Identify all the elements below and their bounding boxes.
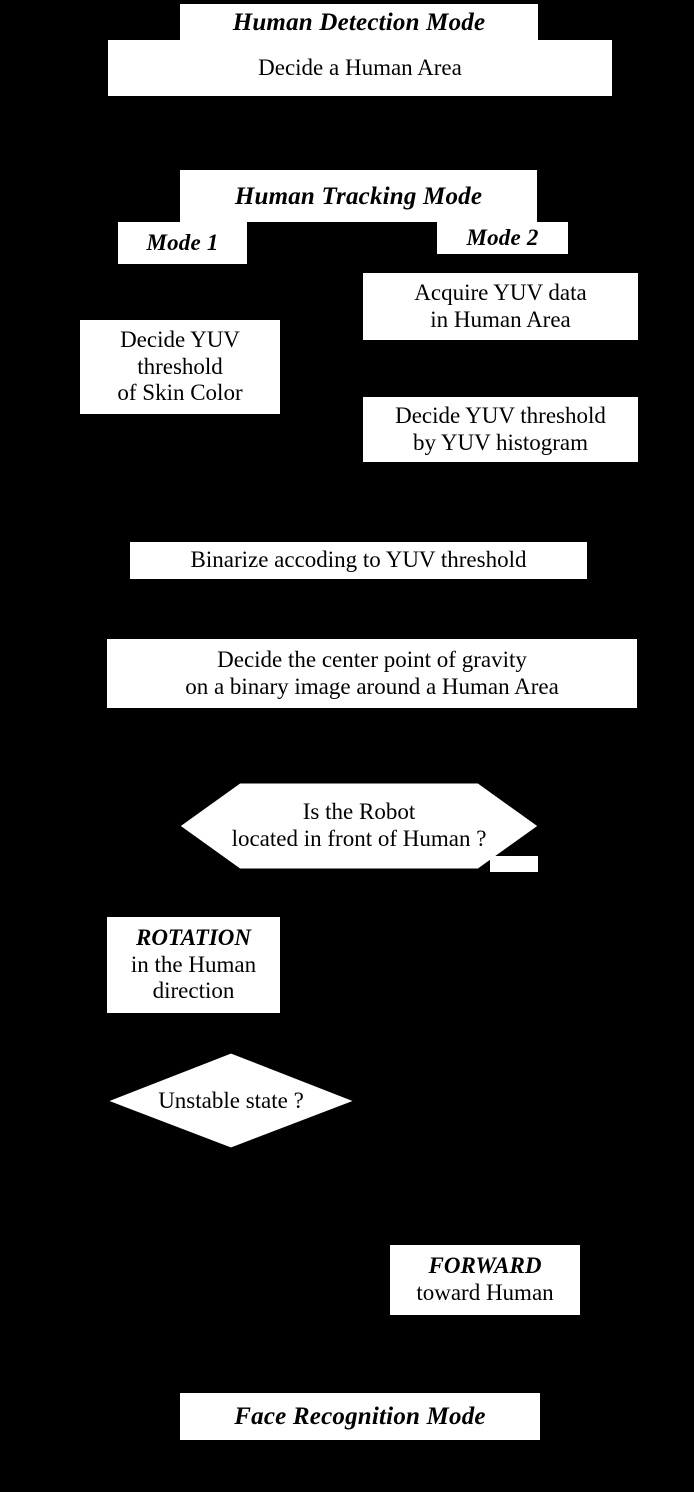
node-robot-in-front-decision[interactable]: Is the Robot located in front of Human ?	[178, 780, 540, 872]
node-face-recognition-mode-title[interactable]: Face Recognition Mode	[180, 1393, 540, 1440]
node-rotation[interactable]: ROTATION in the Human direction	[107, 917, 280, 1013]
forward-body-text: toward Human	[416, 1280, 554, 1305]
node-forward[interactable]: FORWARD toward Human	[390, 1245, 580, 1315]
forward-title-text: FORWARD	[428, 1253, 542, 1279]
human-detection-mode-title-text: Human Detection Mode	[232, 8, 486, 36]
node-decide-histogram-threshold[interactable]: Decide YUV threshold by YUV histogram	[363, 397, 638, 462]
unstable-state-decision-label: Unstable state ?	[158, 1087, 304, 1113]
rotation-title-text: ROTATION	[135, 924, 252, 950]
node-center-of-gravity[interactable]: Decide the center point of gravity on a …	[107, 639, 637, 708]
center-of-gravity-text: Decide the center point of gravity on a …	[185, 646, 559, 699]
decide-human-area-text: Decide a Human Area	[258, 54, 462, 80]
node-mode-1[interactable]: Mode 1	[118, 222, 247, 264]
node-acquire-yuv-data[interactable]: Acquire YUV data in Human Area	[363, 273, 638, 340]
node-decide-skin-color-threshold[interactable]: Decide YUV threshold of Skin Color	[80, 320, 280, 414]
node-binarize[interactable]: Binarize accoding to YUV threshold	[130, 542, 587, 579]
binarize-text: Binarize accoding to YUV threshold	[190, 547, 527, 573]
robot-in-front-decision-shape	[179, 782, 539, 870]
node-unstable-state-decision[interactable]: Unstable state ?	[106, 1051, 356, 1150]
decide-skin-threshold-text: Decide YUV threshold of Skin Color	[117, 326, 243, 406]
rotation-body-text: in the Human direction	[130, 951, 257, 1004]
mode-1-label-text: Mode 1	[146, 229, 219, 255]
decision-corner-artifact	[490, 856, 538, 872]
node-human-tracking-mode-title[interactable]: Human Tracking Mode	[180, 170, 537, 222]
node-mode-2[interactable]: Mode 2	[437, 222, 568, 254]
mode-2-label-text: Mode 2	[466, 224, 539, 250]
acquire-yuv-text: Acquire YUV data in Human Area	[414, 279, 587, 332]
face-recognition-mode-title-text: Face Recognition Mode	[234, 1403, 486, 1430]
robot-in-front-decision-label: Is the Robot located in front of Human ?	[231, 799, 487, 851]
node-human-detection-mode-title[interactable]: Human Detection Mode	[180, 4, 538, 40]
decide-histogram-threshold-text: Decide YUV threshold by YUV histogram	[395, 402, 606, 455]
human-tracking-mode-title-text: Human Tracking Mode	[234, 182, 483, 210]
unstable-state-decision-shape	[106, 1052, 356, 1149]
node-decide-human-area[interactable]: Decide a Human Area	[108, 40, 612, 96]
